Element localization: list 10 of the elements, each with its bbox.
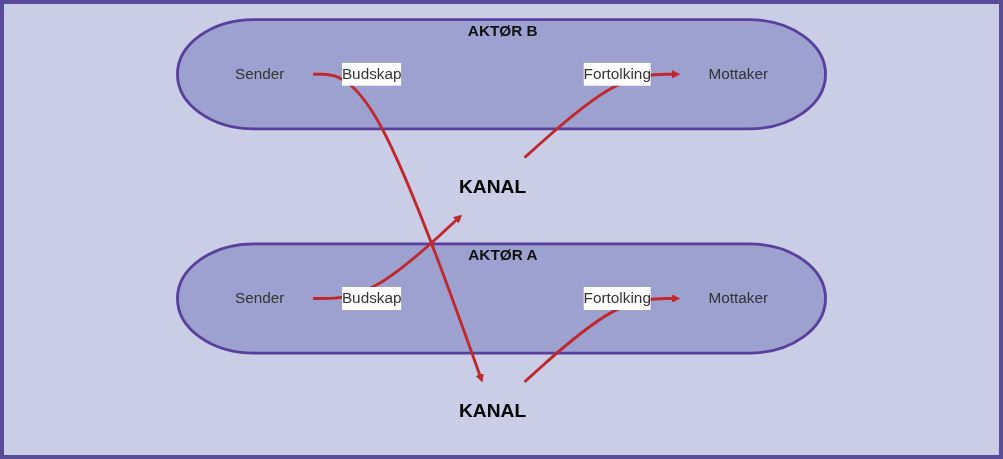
node-text: Sender bbox=[234, 289, 285, 307]
node-text: KANAL bbox=[459, 400, 527, 422]
edge-label: Budskap bbox=[341, 289, 402, 307]
node-text: Mottaker bbox=[708, 289, 769, 307]
edge-label: Fortolking bbox=[583, 65, 651, 82]
edge-label: Fortolking bbox=[583, 289, 651, 307]
edge-label: Budskap bbox=[341, 65, 402, 82]
node-text: Mottaker bbox=[708, 65, 769, 82]
node-text: Sender bbox=[234, 65, 285, 82]
node-text: KANAL bbox=[459, 175, 527, 197]
